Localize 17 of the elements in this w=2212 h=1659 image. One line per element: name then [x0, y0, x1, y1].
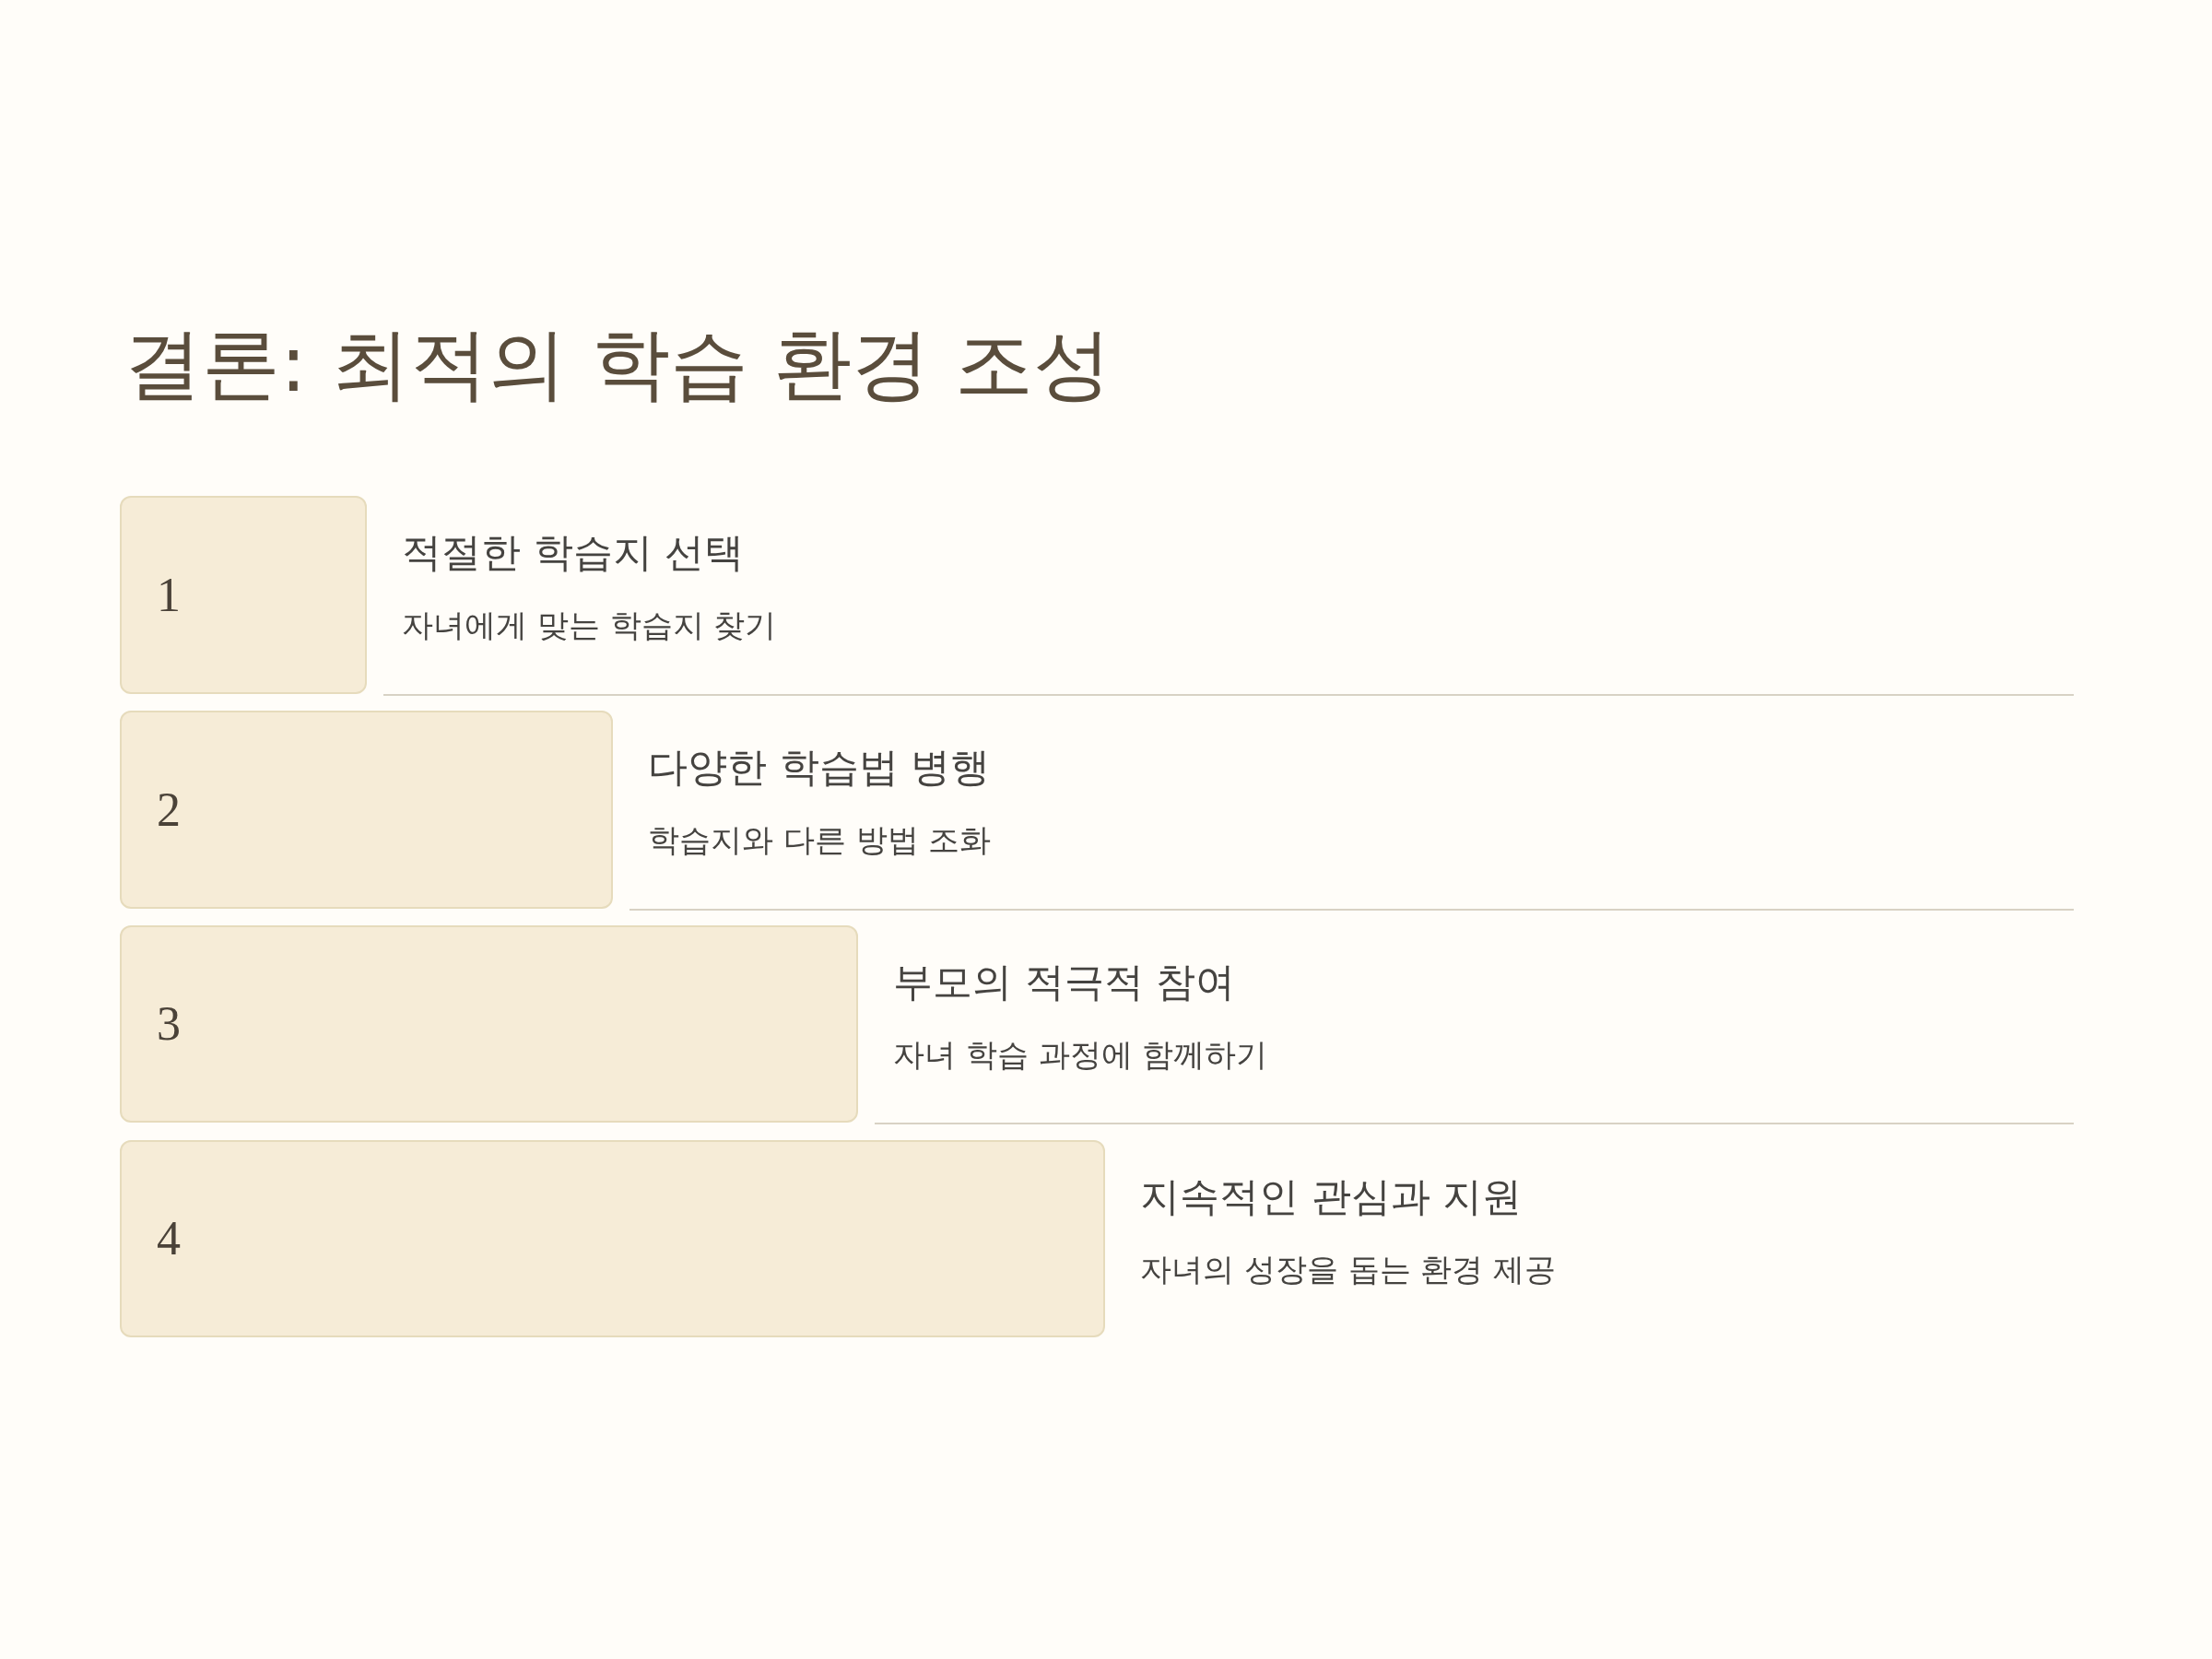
step-heading: 지속적인 관심과 지원	[1140, 1173, 1523, 1221]
step-heading: 적절한 학습지 선택	[402, 529, 745, 577]
step-number: 2	[157, 785, 181, 834]
step-number-panel	[120, 1140, 1105, 1337]
step-number-panel	[120, 711, 613, 909]
step-number-panel	[120, 496, 367, 694]
step-number: 3	[157, 1000, 181, 1048]
step-description: 자녀 학습 과정에 함께하기	[893, 1036, 1268, 1074]
step-heading: 다양한 학습법 병행	[648, 744, 991, 792]
step-description: 자녀의 성장을 돕는 환경 제공	[1140, 1251, 1557, 1288]
step-number: 4	[157, 1215, 181, 1263]
step-number: 1	[157, 571, 181, 619]
step-heading: 부모의 적극적 참여	[893, 959, 1236, 1006]
slide-title: 결론: 최적의 학습 환경 조성	[124, 319, 1112, 409]
step-description: 자녀에게 맞는 학습지 찾기	[402, 606, 777, 644]
step-description: 학습지와 다른 방법 조화	[648, 821, 992, 859]
step-number-panel	[120, 925, 858, 1123]
